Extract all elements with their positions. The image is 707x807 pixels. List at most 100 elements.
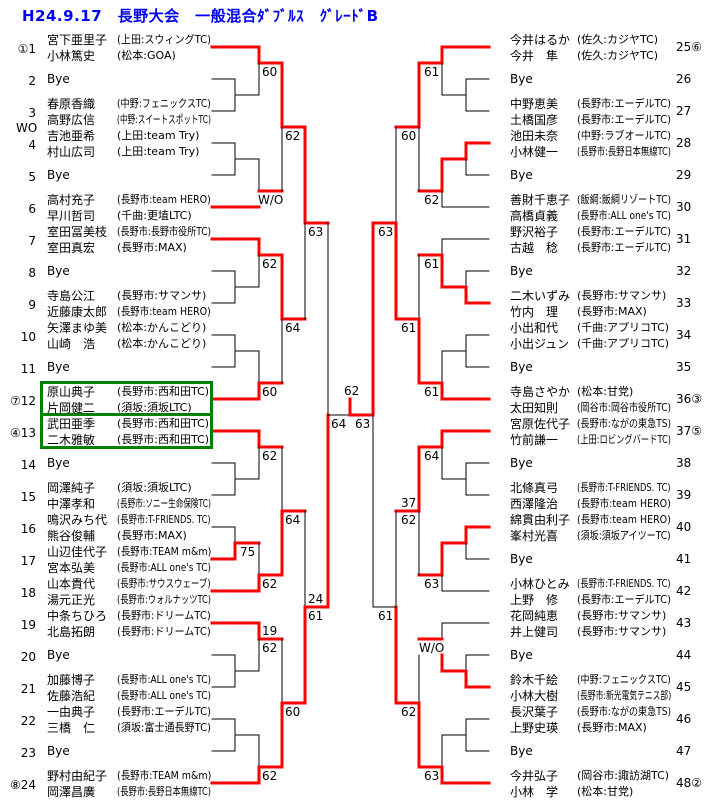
entry-number: 37⑤ (676, 423, 702, 439)
seed-mark: ⑧ (9, 778, 21, 792)
entry-number-text: 24 (20, 778, 36, 792)
player-name: 一由典子 (47, 705, 96, 719)
match-score: 62 (262, 641, 278, 655)
player-team: (長野市:西和田TC) (117, 385, 210, 398)
player-name: 片岡健二 (47, 401, 96, 415)
player-team: (松本:GOA) (117, 49, 176, 62)
player-team: (上田:team Try) (117, 145, 200, 158)
player-team: (飯綱:飯綱リゾートTC) (577, 193, 672, 206)
bye-label: Bye (510, 264, 533, 278)
player-name: 今井 隼 (510, 49, 559, 63)
player-team: (長野市:team HERO) (577, 497, 671, 510)
player-name: 野沢裕子 (510, 225, 559, 239)
player-team: (長野市:TEAM m&m) (117, 545, 212, 558)
entry-number: 42 (676, 583, 691, 599)
match-score: 61 (424, 257, 440, 271)
entry-number: ⑦12 (0, 393, 36, 409)
match-score: 64 (285, 321, 301, 335)
match-score: 75 (240, 545, 256, 559)
player-team: (千曲:更埴LTC) (117, 209, 192, 222)
player-name: 鳴沢みち代 (47, 513, 108, 527)
entry-number-text: 13 (20, 426, 36, 440)
player-team: (松本:かんこどり) (117, 321, 207, 334)
entry-number-text: 46 (676, 712, 692, 726)
player-name: 二木いずみ (510, 289, 571, 303)
entry-number-text: 8 (28, 266, 36, 280)
player-team: (須坂:須坂アイツーTC) (577, 529, 671, 542)
player-team: (長野市:MAX) (117, 241, 187, 254)
entry-number-text: 36 (676, 392, 692, 406)
player-team: (長野市:MAX) (577, 305, 647, 318)
player-name: 寺島さやか (510, 385, 571, 399)
player-name: 高野広信 (47, 113, 96, 127)
entry-number-text: 16 (20, 522, 36, 536)
entry-number-text: 44 (676, 648, 692, 662)
entry-number-text: 38 (676, 456, 692, 470)
entry-number-text: 27 (676, 104, 692, 118)
entry-number-text: 29 (676, 168, 692, 182)
entry-number: ④13 (0, 425, 36, 441)
entry-number: 2 (0, 73, 36, 89)
entry-number: 45 (676, 679, 691, 695)
player-name: 綿貫由利子 (510, 513, 571, 527)
match-score: 62 (424, 193, 440, 207)
bye-label: Bye (47, 648, 70, 662)
entry-number: 8 (0, 265, 36, 281)
match-score: 62 (262, 257, 278, 271)
player-name: 長沢葉子 (510, 705, 559, 719)
entry-number-text: 35 (676, 360, 692, 374)
player-name: 山本貴代 (47, 577, 96, 591)
bye-label: Bye (47, 456, 70, 470)
player-name: 高村充子 (47, 193, 96, 207)
bye-label: Bye (510, 552, 533, 566)
player-name: 熊谷俊輔 (47, 529, 96, 543)
match-score: 19 (262, 624, 278, 638)
match-score: 61 (308, 609, 324, 623)
player-name: 中野恵美 (510, 97, 559, 111)
player-name: 高橋貞義 (510, 209, 559, 223)
player-team: (須坂:須坂LTC) (117, 481, 192, 494)
player-name: 花岡純恵 (510, 609, 559, 623)
player-team: (長野市:エーデルTC) (577, 593, 672, 606)
entry-number-text: 9 (28, 298, 36, 312)
player-name: 竹内 理 (510, 305, 559, 319)
player-name: 岡澤昌廣 (47, 785, 96, 799)
entry-number: 22 (0, 713, 36, 729)
player-team: (長野市:TEAM m&m) (117, 769, 212, 782)
entry-number-text: 4 (28, 138, 36, 152)
match-score: 61 (401, 321, 417, 335)
entry-number: 27 (676, 103, 691, 119)
entry-number: 38 (676, 455, 691, 471)
player-name: 古越 稔 (510, 241, 559, 255)
entry-number: 39 (676, 487, 691, 503)
player-team: (長野市:エーデルTC) (577, 97, 672, 110)
player-name: 春原香織 (47, 97, 96, 111)
player-team: (須坂:富士通長野TC) (117, 721, 212, 734)
player-name: 加藤博子 (47, 673, 96, 687)
entry-number: 46 (676, 711, 691, 727)
entry-number-text: 2 (28, 74, 36, 88)
player-team: (長野市:ソニー生命保険TC) (117, 497, 212, 510)
player-team: (長野市:長野市役所TC) (117, 225, 212, 238)
entry-number-text: 17 (20, 554, 36, 568)
player-name: 寺島公江 (47, 289, 96, 303)
entry-number: 14 (0, 457, 36, 473)
player-name: 鈴木千絵 (510, 673, 559, 687)
entry-number: 6 (0, 201, 36, 217)
match-score: 63 (308, 225, 324, 239)
player-team: (長野市:ウォルナッツTC) (117, 593, 212, 606)
player-name: 小出ジュン (510, 337, 570, 351)
bye-label: Bye (510, 72, 533, 86)
match-score: 62 (262, 769, 278, 783)
player-team: (岡谷市:諏訪湖TC) (577, 769, 670, 782)
player-team: (長野市:ALL one's TC) (117, 561, 211, 574)
entry-number-text: 39 (676, 488, 692, 502)
seed-mark: ⑦ (9, 394, 21, 408)
match-score: W/O (419, 641, 445, 655)
entry-number: 19 (0, 617, 36, 633)
entry-number: 23 (0, 745, 36, 761)
entry-number-text: 34 (676, 328, 692, 342)
player-name: 湯元正光 (47, 593, 96, 607)
player-name: 岡澤純子 (47, 481, 96, 495)
seed-mark: ⑥ (691, 40, 703, 54)
